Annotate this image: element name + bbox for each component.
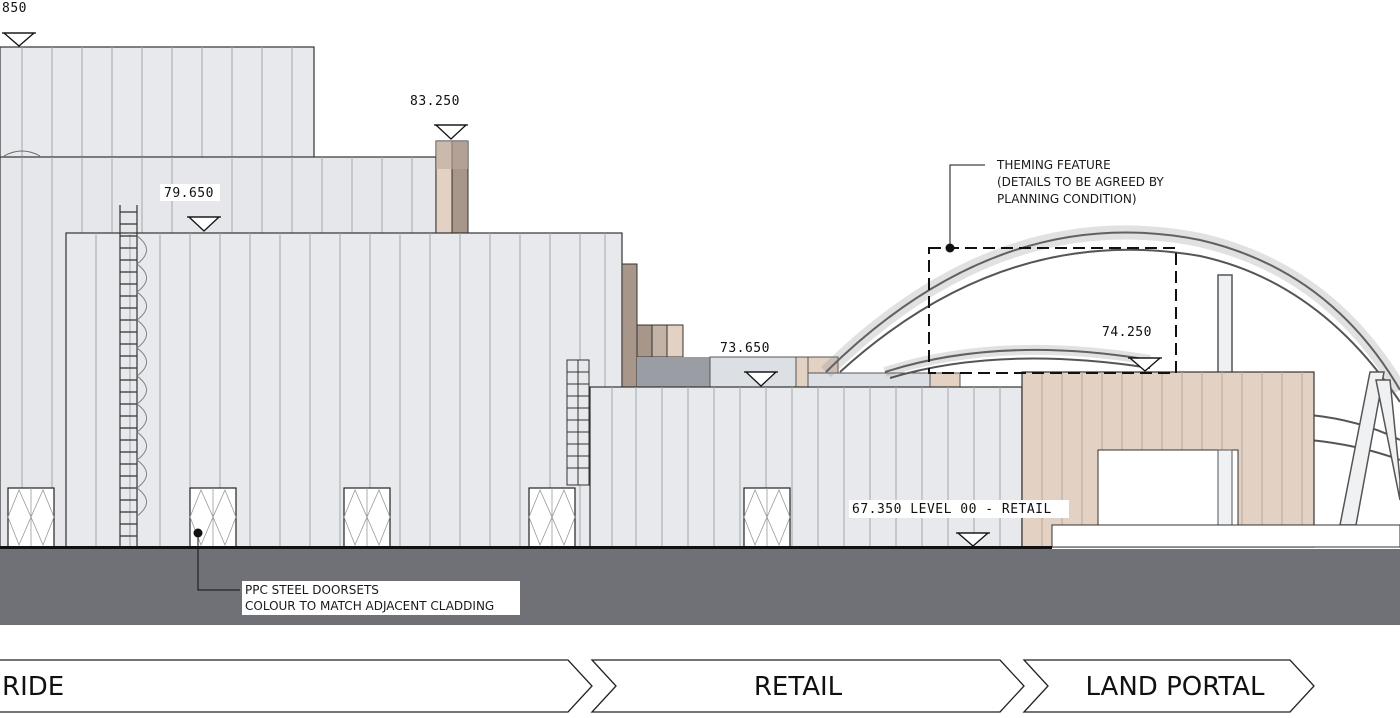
land-portal xyxy=(1021,371,1315,548)
ground-section xyxy=(0,549,1400,625)
level-marker-portal xyxy=(1128,357,1162,372)
zone-arrow-ride xyxy=(0,659,593,713)
door xyxy=(343,487,391,548)
level-label-mid: 79.650 xyxy=(164,186,214,201)
level-marker-top xyxy=(2,32,36,47)
zone-label-land-portal: LAND PORTAL xyxy=(1085,672,1265,702)
door xyxy=(189,487,237,548)
zone-arrow-retail xyxy=(590,659,1025,713)
retail-block xyxy=(589,386,1023,548)
chimney xyxy=(435,140,469,234)
access-ladder xyxy=(119,205,147,547)
level-marker-ground xyxy=(956,532,990,547)
roof-plant xyxy=(621,263,961,388)
level-label-low: 73.650 xyxy=(720,341,770,356)
tall-block xyxy=(0,46,315,160)
level-marker-chimney xyxy=(434,124,468,140)
theming-note-line2: (DETAILS TO BE AGREED BY xyxy=(997,175,1164,189)
zone-label-retail: RETAIL xyxy=(754,672,843,702)
vent-grille xyxy=(566,359,590,486)
level-label-portal: 74.250 xyxy=(1102,325,1152,340)
doorsets-note-line1: PPC STEEL DOORSETS xyxy=(245,583,379,597)
theming-note-line1: THEMING FEATURE xyxy=(996,158,1111,172)
ground-line xyxy=(0,546,1052,550)
level-markers xyxy=(2,32,1162,547)
portal-plinth xyxy=(1051,524,1400,548)
level-marker-low xyxy=(744,371,778,387)
doorsets-note-line2: COLOUR TO MATCH ADJACENT CLADDING xyxy=(245,599,494,613)
level-marker-mid xyxy=(187,216,221,232)
theming-note-line3: PLANNING CONDITION) xyxy=(997,192,1137,206)
zone-bar xyxy=(0,659,1315,713)
coaster-track xyxy=(821,225,1400,461)
doorsets xyxy=(7,487,791,548)
zone-arrow-land-portal xyxy=(1022,659,1315,713)
doorsets-callout: PPC STEEL DOORSETS COLOUR TO MATCH ADJAC… xyxy=(193,528,520,615)
level-label-chimney: 83.250 xyxy=(410,94,460,109)
level-label-ground: 67.350 LEVEL 00 - RETAIL xyxy=(852,502,1052,517)
door xyxy=(7,487,55,548)
door xyxy=(528,487,576,548)
door xyxy=(743,487,791,548)
level-label-top: 850 xyxy=(2,1,27,16)
theming-callout: THEMING FEATURE (DETAILS TO BE AGREED BY… xyxy=(928,156,1181,374)
zone-label-ride: RIDE xyxy=(2,672,64,702)
